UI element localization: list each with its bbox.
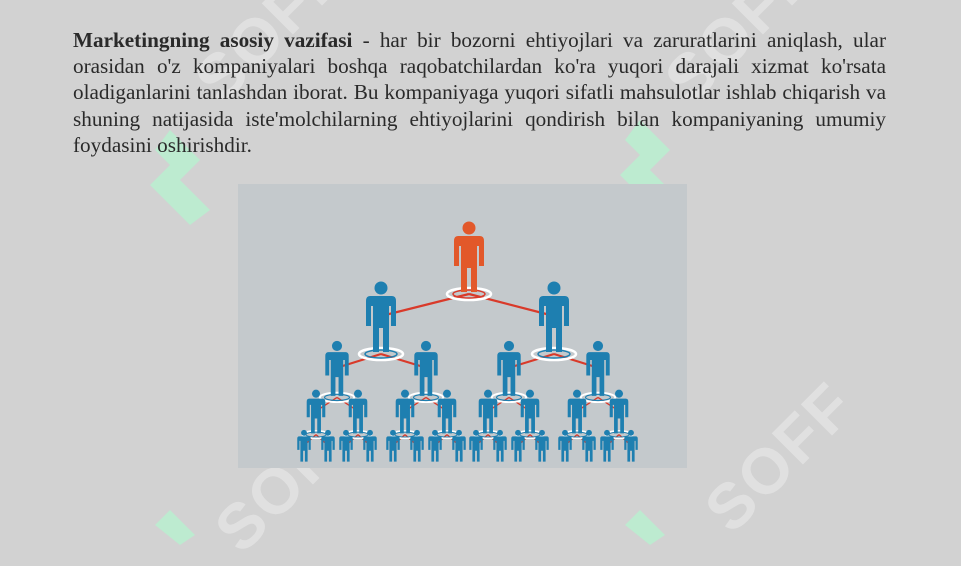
person-icon [515, 389, 545, 440]
watermark-logo-icon [150, 130, 210, 225]
person-icon [452, 429, 466, 462]
person-icon [428, 429, 442, 462]
paragraph-text: - har bir bozorni ehtiyojlari va zarurat… [73, 28, 886, 157]
person-icon [562, 389, 592, 440]
person-icon [301, 389, 331, 440]
person-icon [386, 429, 400, 462]
person-icon [558, 429, 572, 462]
slide: SOFF SOFF SOFF SOFF Marketingning asosiy… [73, 0, 886, 566]
person-icon [432, 389, 462, 440]
hierarchy-link [553, 352, 599, 369]
person-icon [318, 340, 356, 404]
person-icon [343, 389, 373, 440]
person-icon [410, 429, 424, 462]
person-icon [357, 281, 405, 362]
watermark-logo-icon [155, 510, 195, 545]
watermark-text: SOFF [690, 368, 868, 546]
person-icon [407, 340, 445, 404]
person-icon [535, 429, 549, 462]
person-icon [493, 429, 507, 462]
person-icon [297, 429, 311, 462]
hierarchy-illustration [238, 184, 687, 468]
person-icon [321, 429, 335, 462]
paragraph-bold-lead: Marketingning asosiy vazifasi [73, 28, 353, 52]
hierarchy-link [508, 352, 555, 369]
person-icon [390, 389, 420, 440]
person-icon [604, 389, 634, 440]
people-hierarchy-icon [297, 221, 638, 462]
person-icon [339, 429, 353, 462]
person-icon [530, 281, 578, 362]
leader-person-icon [445, 221, 493, 302]
person-icon [469, 429, 483, 462]
person-icon [624, 429, 638, 462]
hierarchy-link [336, 352, 382, 369]
watermark-logo-icon [625, 510, 665, 545]
person-icon [579, 340, 617, 404]
hierarchy-link [380, 352, 427, 369]
person-icon [363, 429, 377, 462]
person-icon [582, 429, 596, 462]
person-icon [600, 429, 614, 462]
person-icon [473, 389, 503, 440]
person-icon [490, 340, 528, 404]
person-icon [511, 429, 525, 462]
body-paragraph: Marketingning asosiy vazifasi - har bir … [73, 27, 886, 158]
